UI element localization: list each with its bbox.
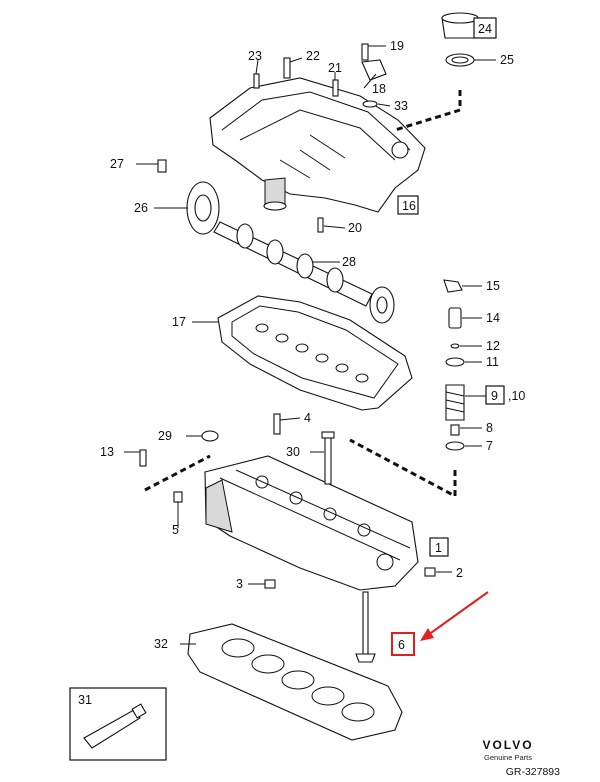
callout-28: 28 [342,255,356,269]
valve-cover-gasket [217,295,413,411]
leader-lines [124,27,496,645]
callout-box-24 [473,17,497,39]
callout-6: 6 [398,638,405,652]
head-gasket [187,623,403,741]
sealant-inset [69,687,167,761]
callout-2: 2 [456,566,463,580]
head-fasteners [139,413,436,589]
brand-block: VOLVO Genuine Parts [468,738,548,762]
callout-24: 24 [478,22,492,36]
callout-29: 29 [158,429,172,443]
callout-7: 7 [486,439,493,453]
volvo-logo: VOLVO [482,738,534,752]
callout-3: 3 [236,577,243,591]
callout-box-1 [429,537,449,557]
callout-19: 19 [390,39,404,53]
callout-25: 25 [500,53,514,67]
valve-cover [209,77,426,213]
callout-31: 31 [78,693,92,707]
oil-cap-seal [445,53,475,67]
oil-filler-cap [441,12,479,39]
callout-13: 13 [100,445,114,459]
dashed-guide-head [144,454,211,492]
callout-26: 26 [134,201,148,215]
callout-18: 18 [372,82,386,96]
highlight-arrow [420,591,489,641]
callout-21: 21 [328,61,342,75]
callout-5: 5 [172,523,179,537]
dashed-guide-cover [394,90,462,132]
camshaft [186,181,395,324]
callout-1: 1 [435,541,442,555]
cylinder-head [204,455,419,591]
callout-11: 11 [486,355,499,369]
callout-box-6-highlight [391,632,415,656]
valve [355,591,376,663]
callout-30: 30 [286,445,300,459]
callout-27: 27 [110,157,124,171]
callout-15: 15 [486,279,500,293]
callout-16: 16 [402,199,416,213]
callout-22: 22 [306,49,320,63]
genuine-parts-label: Genuine Parts [484,753,532,762]
callout-10: ,10 [508,389,525,403]
callout-33: 33 [394,99,408,113]
callout-8: 8 [486,421,493,435]
callout-box-16 [397,195,419,215]
cover-bolts [157,57,339,233]
callout-box-9 [485,385,505,405]
callout-9: 9 [491,389,498,403]
callout-12: 12 [486,339,500,353]
valve-train-stack [443,279,465,451]
callout-14: 14 [486,311,500,325]
callout-4: 4 [304,411,311,425]
camshaft-sensor [361,43,387,108]
callout-20: 20 [348,221,362,235]
dashed-guide-valves [349,438,457,499]
callout-23: 23 [248,49,262,63]
diagram-code: GR-327893 [505,766,560,778]
callout-17: 17 [172,315,186,329]
callout-32: 32 [154,637,168,651]
